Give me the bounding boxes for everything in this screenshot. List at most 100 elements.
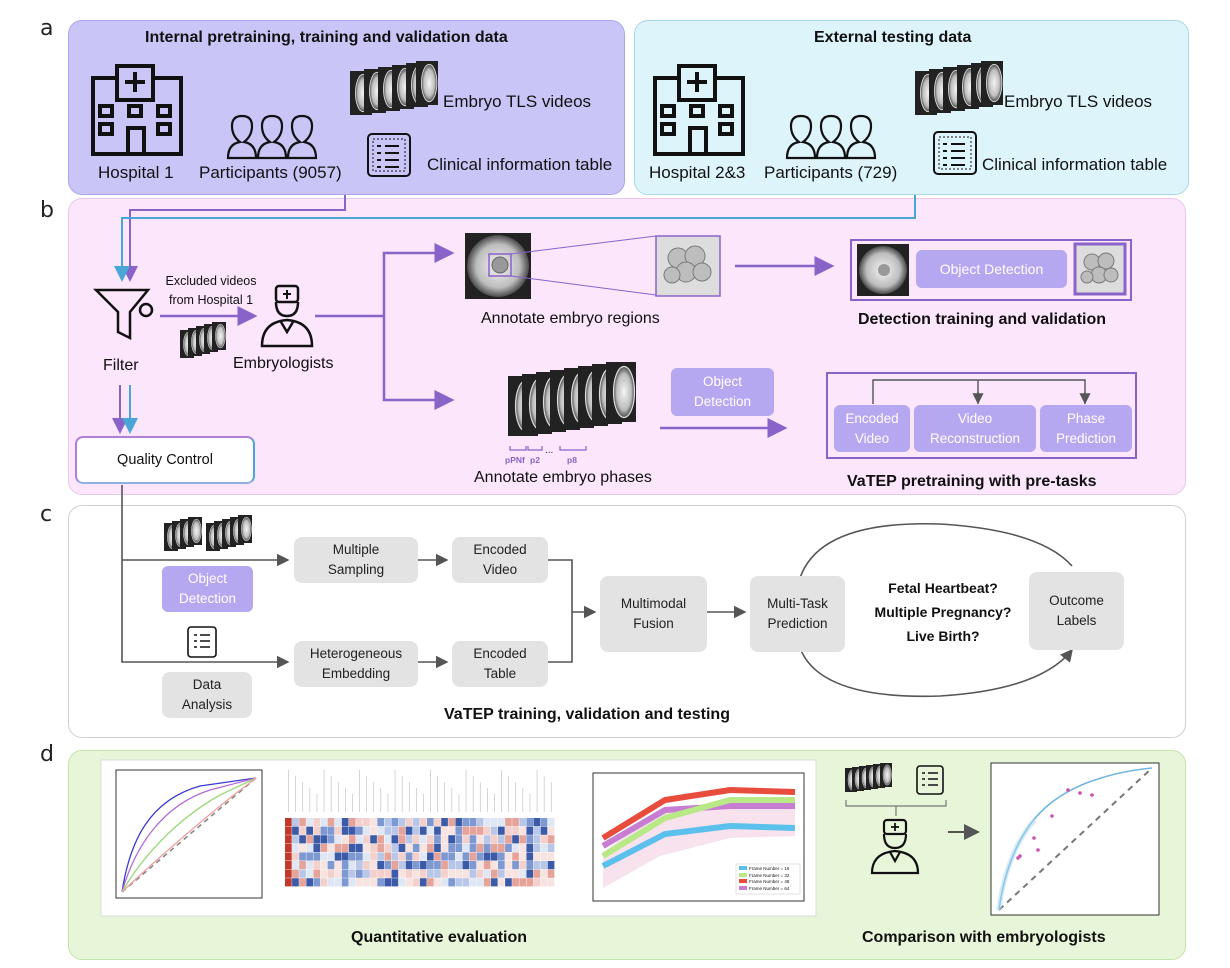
heatmap-cell <box>391 843 399 852</box>
c-object-detection-box[interactable]: Object Detection <box>162 566 253 612</box>
heatmap-cell <box>419 852 427 861</box>
heatmap-cell <box>427 861 434 870</box>
heatmap-cell <box>334 826 342 835</box>
heatmap-cell <box>455 852 463 861</box>
pretraining-object-detection-box[interactable]: Object Detection <box>671 368 774 416</box>
heatmap-cell <box>505 843 512 852</box>
heatmap-cell <box>320 861 328 870</box>
heatmap-cell <box>398 852 406 861</box>
internal-videos-label: Embryo TLS videos <box>443 92 592 111</box>
heatmap-cell <box>469 861 477 870</box>
heatmap-cell <box>363 869 370 878</box>
video-reconstruction-task-box[interactable]: Video Reconstruction <box>914 405 1036 452</box>
phase-prediction-line2: Prediction <box>1055 430 1117 446</box>
encoded-video-box[interactable]: Encoded Video <box>452 537 548 583</box>
heatmap-cell <box>490 861 498 870</box>
heatmap-cell <box>540 826 548 835</box>
heatmap-cell <box>370 826 377 835</box>
heatmap-cell <box>448 818 455 827</box>
pretraining-object-detection-line1: Object <box>702 374 743 389</box>
heatmap-cell <box>498 818 505 827</box>
encoded-table-line1: Encoded <box>473 646 527 661</box>
heatmap-cell <box>363 818 370 827</box>
quality-control-box[interactable]: Quality Control <box>75 436 255 484</box>
heatmap-cell <box>448 852 455 861</box>
question-fetal-heartbeat: Fetal Heartbeat? <box>888 580 998 596</box>
data-analysis-box[interactable]: Data Analysis <box>162 672 252 718</box>
heatmap-cell <box>285 878 292 887</box>
heatmap-cell <box>533 861 541 870</box>
heatmap-cell <box>547 843 555 852</box>
heatmap-cell <box>398 843 406 852</box>
heatmap-cell <box>526 878 534 887</box>
heatmap-cell <box>519 869 526 878</box>
annotate-regions-label: Annotate embryo regions <box>481 310 660 327</box>
heatmap-cell <box>306 878 313 887</box>
heatmap-cell <box>348 835 356 844</box>
heterogeneous-embedding-box[interactable]: Heterogeneous Embedding <box>294 641 418 687</box>
heatmap-cell <box>377 878 384 887</box>
heatmap-cell <box>405 852 413 861</box>
encoded-table-box[interactable]: Encoded Table <box>452 641 548 687</box>
encoded-video-task-line2: Video <box>854 430 890 446</box>
heatmap-cell <box>341 869 349 878</box>
detection-title: Detection training and validation <box>858 311 1107 328</box>
loop-upper <box>790 522 1073 591</box>
detection-object-detection-label: Object Detection <box>939 261 1044 277</box>
multimodal-fusion-box[interactable]: Multimodal Fusion <box>600 576 707 652</box>
multiple-sampling-box[interactable]: Multiple Sampling <box>294 537 418 583</box>
heatmap-cell <box>490 843 498 852</box>
heatmap-cell <box>306 835 313 844</box>
heatmap-cell <box>292 843 299 852</box>
heatmap-cell <box>483 861 491 870</box>
heatmap-cell <box>490 818 498 827</box>
encoded-video-task-box[interactable]: Encoded Video <box>834 405 910 452</box>
outcome-labels-box[interactable]: Outcome Labels <box>1029 572 1124 650</box>
heatmap-cell <box>547 861 555 870</box>
heatmap-cell <box>419 869 427 878</box>
heatmap-cell <box>490 835 498 844</box>
heatmap-cell <box>476 861 484 870</box>
heatmap-cell <box>483 818 491 827</box>
heatmap-cell <box>412 818 420 827</box>
heatmap-cell <box>469 878 477 887</box>
heatmap-cell <box>434 818 441 827</box>
heatmap-cell <box>483 826 491 835</box>
heatmap-cell <box>434 826 441 835</box>
heatmap-cell <box>462 843 470 852</box>
heatmap-cell <box>370 878 377 887</box>
video-stack-icon-1 <box>350 60 438 116</box>
heatmap-cell <box>320 852 328 861</box>
internal-title: Internal pretraining, training and valid… <box>145 29 508 46</box>
heatmap-cell <box>434 843 441 852</box>
heatmap-cell <box>356 835 363 844</box>
heatmap-cell <box>306 869 313 878</box>
embryologists-label: Embryologists <box>233 355 334 372</box>
heatmap-cell <box>341 861 349 870</box>
heatmap-cell <box>370 835 377 844</box>
heatmap-cell <box>512 878 519 887</box>
heatmap-cell <box>427 818 434 827</box>
heatmap-cell <box>384 835 392 844</box>
heatmap-cell <box>412 852 420 861</box>
external-videos-label: Embryo TLS videos <box>1004 92 1153 111</box>
detection-frame <box>850 239 1132 301</box>
heatmap-cell <box>292 878 299 887</box>
heatmap-cell <box>292 869 299 878</box>
heatmap-cell <box>533 852 541 861</box>
multi-task-prediction-box[interactable]: Multi-Task Prediction <box>750 576 845 652</box>
heatmap-cell <box>405 869 413 878</box>
video-reconstruction-line2: Reconstruction <box>929 430 1021 446</box>
heatmap-cell <box>356 843 363 852</box>
phase-video-stack <box>508 361 636 451</box>
comparison-roc-chart <box>990 762 1160 916</box>
heatmap-cell <box>526 843 534 852</box>
heatmap-cell <box>320 843 328 852</box>
heatmap-cell <box>292 818 299 827</box>
phase-prediction-task-box[interactable]: Phase Prediction <box>1040 405 1132 452</box>
heatmap-cell <box>462 861 470 870</box>
heatmap-cell <box>320 826 328 835</box>
mtp-line2: Prediction <box>767 616 828 631</box>
roc-chart-small <box>115 769 263 899</box>
detection-object-detection-box[interactable]: Object Detection <box>916 250 1067 288</box>
